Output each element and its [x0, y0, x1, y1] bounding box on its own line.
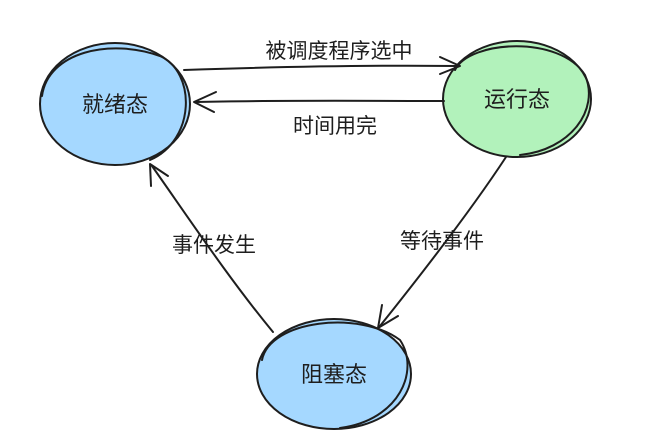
state-ready[interactable]: 就绪态: [39, 42, 191, 166]
transition-ready-to-running: 被调度程序选中: [183, 39, 461, 75]
state-running-sketch: [454, 45, 590, 156]
arrowhead-blocked-to-ready: [149, 163, 169, 187]
arrow-running-to-ready: [195, 99, 445, 103]
state-blocked-sketch: [261, 321, 409, 429]
label-ready-to-running: 被调度程序选中: [266, 39, 413, 63]
arrowhead-running-to-ready: [193, 91, 217, 113]
label-running-to-ready: 时间用完: [293, 114, 377, 138]
arrowhead-running-to-blocked: [377, 304, 399, 329]
state-blocked-label: 阻塞态: [301, 363, 367, 388]
state-ready-label: 就绪态: [82, 93, 148, 118]
state-ready-sketch: [41, 47, 187, 161]
state-running-label: 运行态: [484, 88, 550, 113]
transition-running-to-ready: 时间用完: [193, 91, 445, 138]
transition-blocked-to-ready: 事件发生: [149, 163, 274, 333]
state-running-shape: [442, 40, 592, 158]
label-running-to-blocked: 等待事件: [400, 229, 484, 253]
state-ready-shape: [39, 42, 191, 166]
transition-running-to-blocked: 等待事件: [377, 156, 507, 329]
arrow-blocked-to-ready: [151, 165, 274, 333]
arrow-ready-to-running: [183, 64, 459, 71]
label-blocked-to-ready: 事件发生: [172, 233, 256, 257]
state-blocked-shape: [256, 318, 412, 430]
state-blocked[interactable]: 阻塞态: [256, 318, 412, 430]
arrow-running-to-blocked: [379, 156, 507, 327]
state-running[interactable]: 运行态: [442, 40, 592, 158]
arrowhead-ready-to-running: [439, 56, 461, 75]
